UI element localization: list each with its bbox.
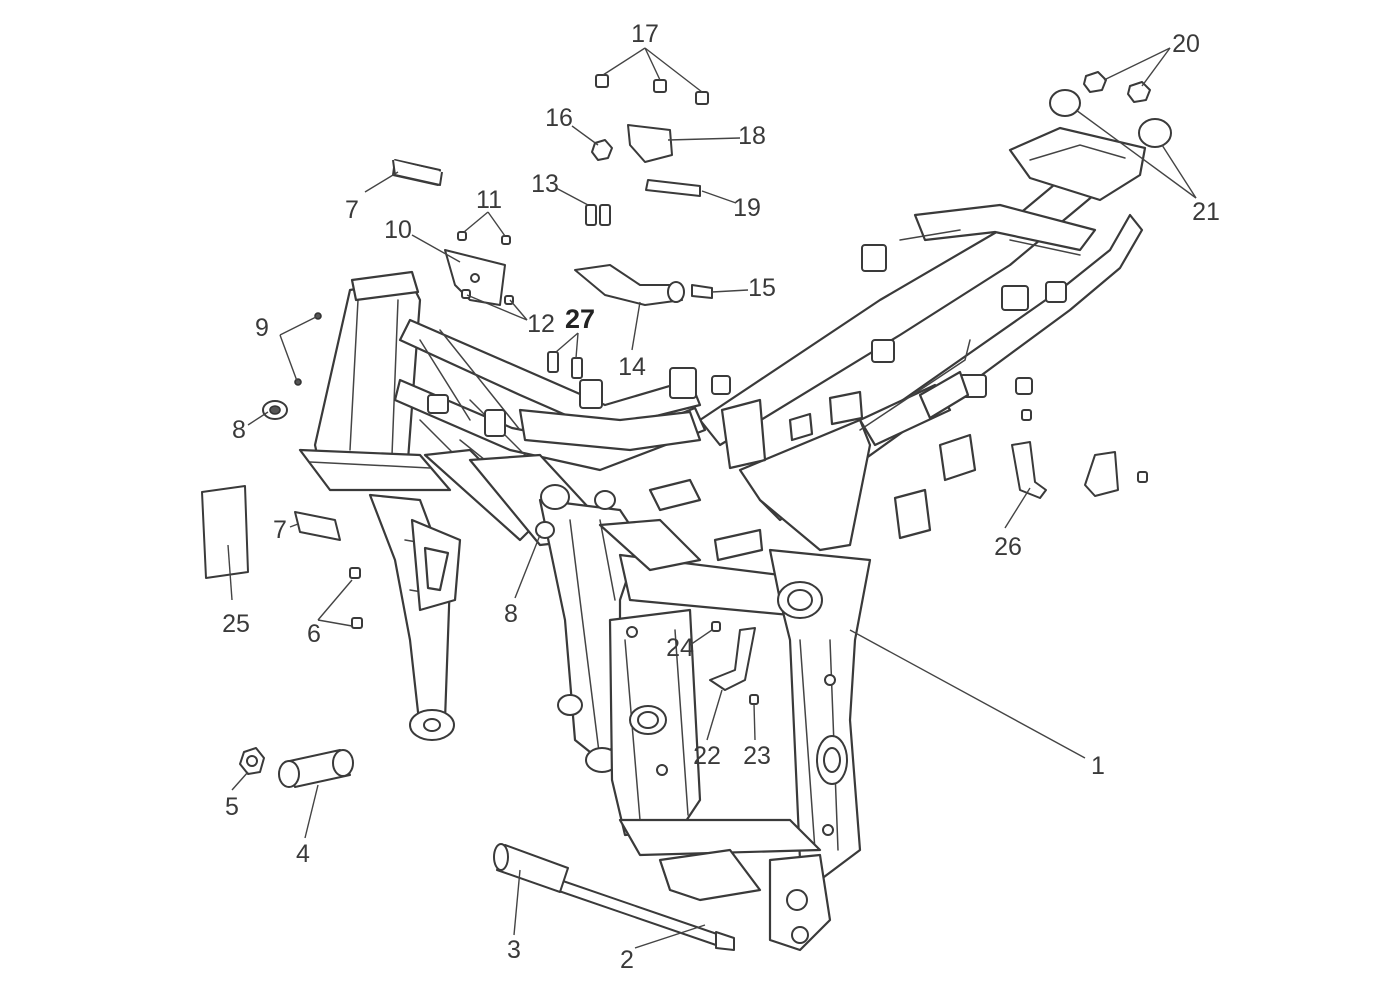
callout-3: 3 — [507, 936, 521, 964]
part-19-bolt — [645, 179, 701, 197]
callout-10: 10 — [384, 216, 412, 244]
callout-1: 1 — [1091, 752, 1105, 780]
callout-26: 26 — [994, 533, 1022, 561]
callout-17: 17 — [631, 20, 659, 48]
part-13-bolts — [585, 204, 611, 226]
callout-6: 6 — [307, 620, 321, 648]
callout-2: 2 — [620, 946, 634, 974]
part-18-bracket — [627, 124, 673, 163]
main-frame — [298, 126, 1147, 952]
callout-12: 12 — [527, 310, 555, 338]
callout-20: 20 — [1172, 30, 1200, 58]
callout-13: 13 — [531, 170, 559, 198]
part-9-clips — [294, 312, 322, 386]
part-14-bracket — [574, 264, 685, 306]
part-17-bolts — [595, 74, 709, 105]
part-25-plate — [201, 485, 249, 579]
callout-22: 22 — [693, 742, 721, 770]
part-8-grommet — [262, 400, 288, 420]
leader-lines — [227, 47, 1197, 949]
callout-14: 14 — [618, 353, 646, 381]
part-24-screw — [711, 621, 721, 632]
part-4-bushing — [278, 749, 354, 788]
callout-18: 18 — [738, 122, 766, 150]
callout-9: 9 — [255, 314, 269, 342]
callout-27: 27 — [565, 304, 595, 334]
part-11-screws — [457, 231, 511, 245]
callout-7-lower: 7 — [273, 516, 287, 544]
callout-21: 21 — [1192, 198, 1220, 226]
callout-5: 5 — [225, 793, 239, 821]
part-26-brackets — [1011, 409, 1148, 499]
part-7-upper-rubber — [392, 159, 443, 186]
callout-8-left: 8 — [232, 416, 246, 444]
callout-15: 15 — [748, 274, 776, 302]
part-5-nut — [239, 747, 265, 775]
part-21-rubber-caps — [1049, 89, 1172, 148]
callout-24: 24 — [666, 634, 694, 662]
part-23-screw — [749, 694, 759, 705]
callout-labels: 1 2 3 4 5 6 7 7 8 8 9 10 11 12 13 14 15 … — [222, 20, 1220, 974]
part-7-lower-rubber — [294, 511, 341, 541]
part-27-bolts — [547, 351, 583, 379]
callout-11: 11 — [476, 186, 502, 214]
part-15-bolt — [691, 284, 713, 299]
part-6-bolts — [349, 567, 363, 629]
callout-16: 16 — [545, 104, 573, 132]
part-3-spacer — [493, 843, 569, 893]
part-20-nuts — [1083, 71, 1151, 103]
callout-7-upper: 7 — [345, 196, 359, 224]
callout-4: 4 — [296, 840, 310, 868]
callout-19: 19 — [733, 194, 761, 222]
part-22-bracket — [709, 627, 756, 691]
callout-8-center: 8 — [504, 600, 518, 628]
callout-25: 25 — [222, 610, 250, 638]
callout-23: 23 — [743, 742, 771, 770]
